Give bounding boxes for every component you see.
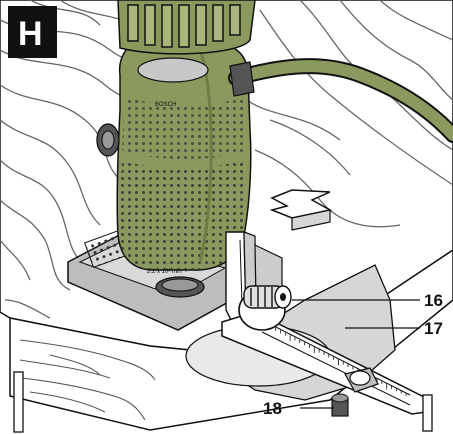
callout-16: 16 <box>424 291 443 310</box>
right-rail <box>422 394 433 432</box>
speed-marking: 2.2 x 10³ min⁻¹ <box>147 269 187 275</box>
feed-direction-arrow <box>269 189 333 231</box>
panel-letter: H <box>18 15 43 53</box>
panel-letter-badge: H <box>8 6 57 58</box>
leader-lines <box>292 299 420 409</box>
left-rail <box>13 371 24 433</box>
callout-17: 17 <box>424 319 443 338</box>
brand-label: BOSCH <box>155 102 176 108</box>
clamping-knob <box>238 285 292 331</box>
router-side-clamp <box>96 123 120 157</box>
rod-slider <box>344 367 379 393</box>
callout-18: 18 <box>263 399 282 418</box>
speed-dial: 2.2 x 10³ min⁻¹ <box>147 269 205 298</box>
centering-pin <box>331 393 349 417</box>
router-motor-cap <box>117 0 256 55</box>
power-cable <box>228 58 453 143</box>
router-body: BOSCH <box>116 39 252 271</box>
